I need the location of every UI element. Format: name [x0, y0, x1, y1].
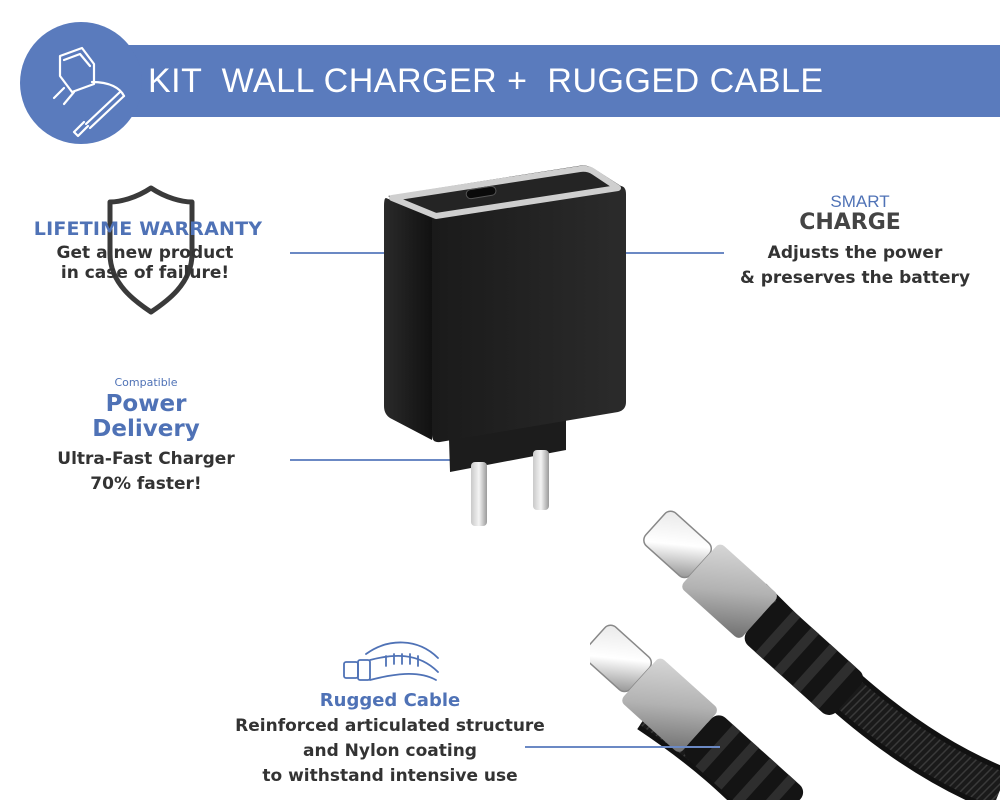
shield-icon	[107, 185, 195, 315]
power-delivery-line2: 70% faster!	[90, 474, 202, 494]
smart-charge-connector-line	[624, 252, 724, 254]
charge-label: CHARGE	[799, 210, 901, 235]
warranty-connector-line	[290, 252, 390, 254]
rugged-cable-title: Rugged Cable	[319, 690, 461, 711]
warranty-title: LIFETIME WARRANTY	[33, 218, 263, 240]
charger-cable-icon	[52, 46, 126, 138]
smart-charge-line2: & preserves the battery	[739, 268, 971, 288]
power-delivery-connector-line	[290, 459, 450, 461]
cable-bend-icon	[343, 641, 439, 681]
wall-charger-image	[384, 165, 626, 526]
compatible-label: Compatible	[114, 376, 178, 389]
power-label: Power	[105, 391, 187, 417]
delivery-label: Delivery	[92, 416, 200, 442]
power-delivery-line1: Ultra-Fast Charger	[57, 449, 235, 469]
header-badge	[20, 22, 142, 144]
smart-charge-line1: Adjusts the power	[767, 243, 943, 263]
rugged-cable-line1: Reinforced articulated structure	[235, 716, 545, 736]
rugged-cable-connector-line	[525, 746, 720, 748]
rugged-cable-line2: and Nylon coating	[303, 741, 477, 761]
smart-label: SMART	[830, 192, 890, 211]
warranty-line2: in case of failure!	[60, 263, 230, 283]
rugged-cable-line3: to withstand intensive use	[262, 766, 518, 786]
page-title: KIT WALL CHARGER + RUGGED CABLE	[148, 62, 824, 100]
header-banner	[75, 45, 1000, 117]
warranty-line1: Get a new product	[56, 243, 234, 263]
usb-c-cable-image	[590, 510, 1000, 800]
